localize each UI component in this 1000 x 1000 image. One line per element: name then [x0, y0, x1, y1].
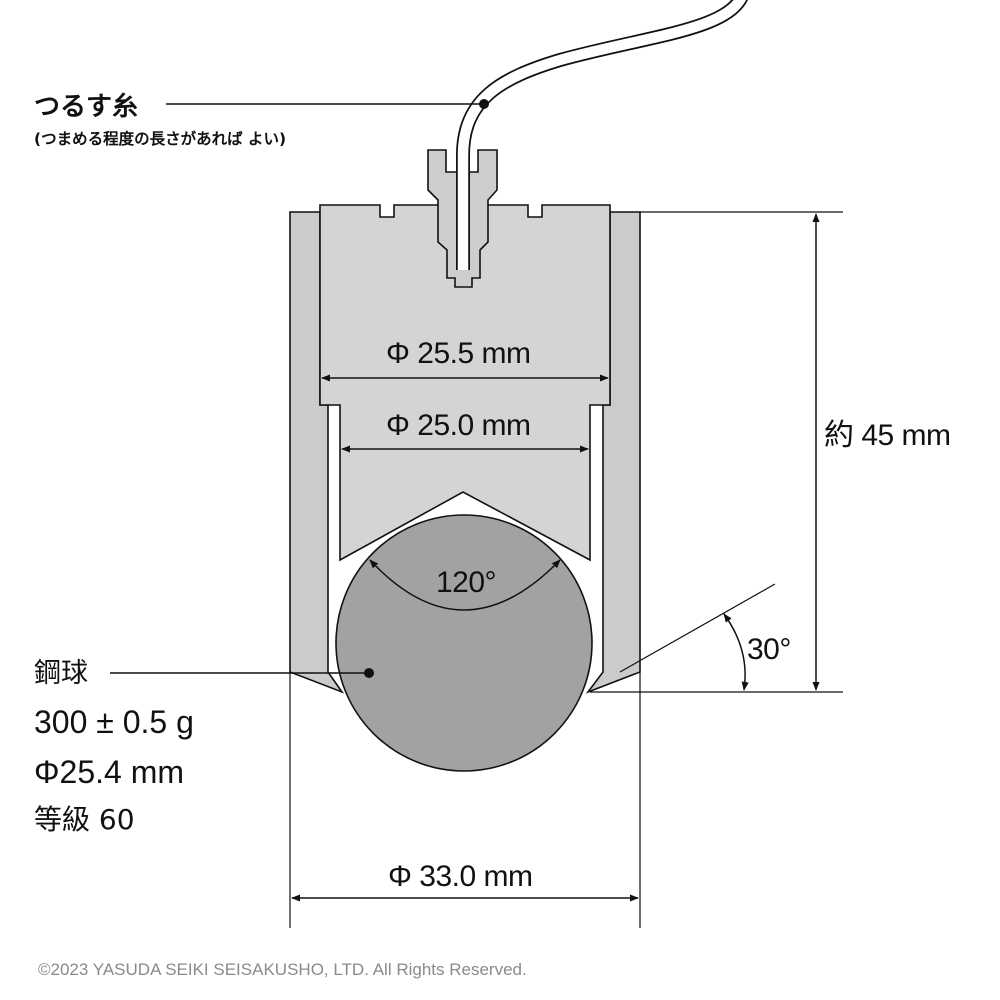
- dim-inner-upper-label: Φ 25.5 mm: [386, 337, 531, 370]
- dim-height-label: 約 45 mm: [824, 419, 951, 452]
- ball-leader-dot: [364, 668, 374, 678]
- ball-grade: 等級 60: [34, 803, 135, 836]
- thread-note: (つまめる程度の長さがあれば よい): [34, 130, 287, 148]
- steel-ball: [335, 514, 593, 772]
- inner-plunger: [319, 204, 611, 562]
- copyright-text: ©2023 YASUDA SEIKI SEISAKUSHO, LTD. All …: [38, 960, 527, 979]
- dim-edge-angle-arc: [723, 613, 749, 691]
- dim-edge-angle-line: [619, 583, 776, 673]
- thread-inner: [457, 0, 746, 270]
- ball-mass: 300 ± 0.5 g: [34, 704, 194, 740]
- thread-label: つるす糸: [34, 92, 139, 122]
- ball-diameter: Φ25.4 mm: [34, 754, 185, 790]
- dim-inner-lower-label: Φ 25.0 mm: [386, 409, 531, 442]
- dim-outer-label: Φ 33.0 mm: [388, 860, 533, 893]
- dim-edge-angle-label: 30°: [747, 633, 791, 666]
- dim-cone-angle-label: 120°: [436, 566, 497, 599]
- dim-cone-angle-arc: [369, 559, 561, 611]
- thread-leader-dot: [479, 99, 489, 109]
- ball-name: 鋼球: [34, 658, 88, 689]
